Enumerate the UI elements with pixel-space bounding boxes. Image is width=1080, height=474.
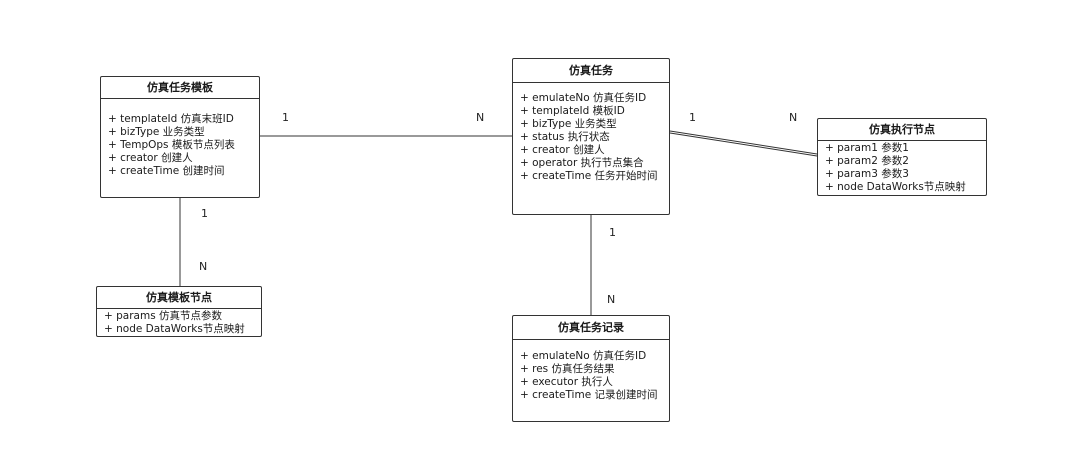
- class-title: 仿真任务: [513, 59, 669, 83]
- attribute-item: + createTime 任务开始时间: [520, 170, 658, 182]
- class-template-node[interactable]: 仿真模板节点 + params 仿真节点参数 + node DataWorks节…: [96, 286, 262, 337]
- attribute-list: + emulateNo 仿真任务ID + res 仿真任务结果 + execut…: [513, 340, 669, 402]
- class-task[interactable]: 仿真任务 + emulateNo 仿真任务ID + templateId 模板I…: [512, 58, 670, 215]
- attribute-item: + bizType 业务类型: [520, 118, 617, 130]
- class-exec-node[interactable]: 仿真执行节点 + param1 参数1 + param2 参数2 + param…: [817, 118, 987, 196]
- class-title: 仿真模板节点: [97, 287, 261, 309]
- attribute-item: + templateId 仿真末班ID: [108, 113, 234, 125]
- attribute-item: + operator 执行节点集合: [520, 157, 644, 169]
- attribute-item: + param1 参数1: [825, 142, 909, 154]
- class-task-record[interactable]: 仿真任务记录 + emulateNo 仿真任务ID + res 仿真任务结果 +…: [512, 315, 670, 422]
- class-title: 仿真执行节点: [818, 119, 986, 141]
- attribute-item: + node DataWorks节点映射: [825, 181, 966, 193]
- attribute-list: + emulateNo 仿真任务ID + templateId 模板ID + b…: [513, 83, 669, 183]
- attribute-item: + createTime 创建时间: [108, 165, 225, 177]
- multiplicity-label: 1: [609, 226, 616, 239]
- multiplicity-label: 1: [201, 207, 208, 220]
- attribute-list: + param1 参数1 + param2 参数2 + param3 参数3 +…: [818, 141, 986, 194]
- attribute-item: + creator 创建人: [108, 152, 193, 164]
- attribute-item: + templateId 模板ID: [520, 105, 625, 117]
- attribute-item: + param3 参数3: [825, 168, 909, 180]
- attribute-item: + status 执行状态: [520, 131, 610, 143]
- attribute-item: + emulateNo 仿真任务ID: [520, 350, 647, 362]
- attribute-list: + params 仿真节点参数 + node DataWorks节点映射: [97, 309, 261, 336]
- attribute-item: + params 仿真节点参数: [104, 310, 223, 322]
- attribute-item: + TempOps 模板节点列表: [108, 139, 235, 151]
- multiplicity-label: N: [789, 111, 798, 124]
- multiplicity-label: 1: [689, 111, 696, 124]
- attribute-item: + executor 执行人: [520, 376, 613, 388]
- attribute-item: + bizType 业务类型: [108, 126, 205, 138]
- attribute-item: + res 仿真任务结果: [520, 363, 615, 375]
- class-task-template[interactable]: 仿真任务模板 + templateId 仿真末班ID + bizType 业务类…: [100, 76, 260, 198]
- attribute-list: + templateId 仿真末班ID + bizType 业务类型 + Tem…: [101, 99, 259, 178]
- attribute-item: + emulateNo 仿真任务ID: [520, 92, 647, 104]
- attribute-item: + creator 创建人: [520, 144, 605, 156]
- multiplicity-label: N: [476, 111, 485, 124]
- edge-task-execnode-a: [669, 130, 818, 155]
- attribute-item: + createTime 记录创建时间: [520, 389, 658, 401]
- class-title: 仿真任务模板: [101, 77, 259, 99]
- multiplicity-label: N: [607, 293, 616, 306]
- multiplicity-label: N: [199, 260, 208, 273]
- multiplicity-label: 1: [282, 111, 289, 124]
- class-title: 仿真任务记录: [513, 316, 669, 340]
- attribute-item: + param2 参数2: [825, 155, 909, 167]
- edge-task-execnode-b: [669, 132, 818, 157]
- attribute-item: + node DataWorks节点映射: [104, 323, 245, 335]
